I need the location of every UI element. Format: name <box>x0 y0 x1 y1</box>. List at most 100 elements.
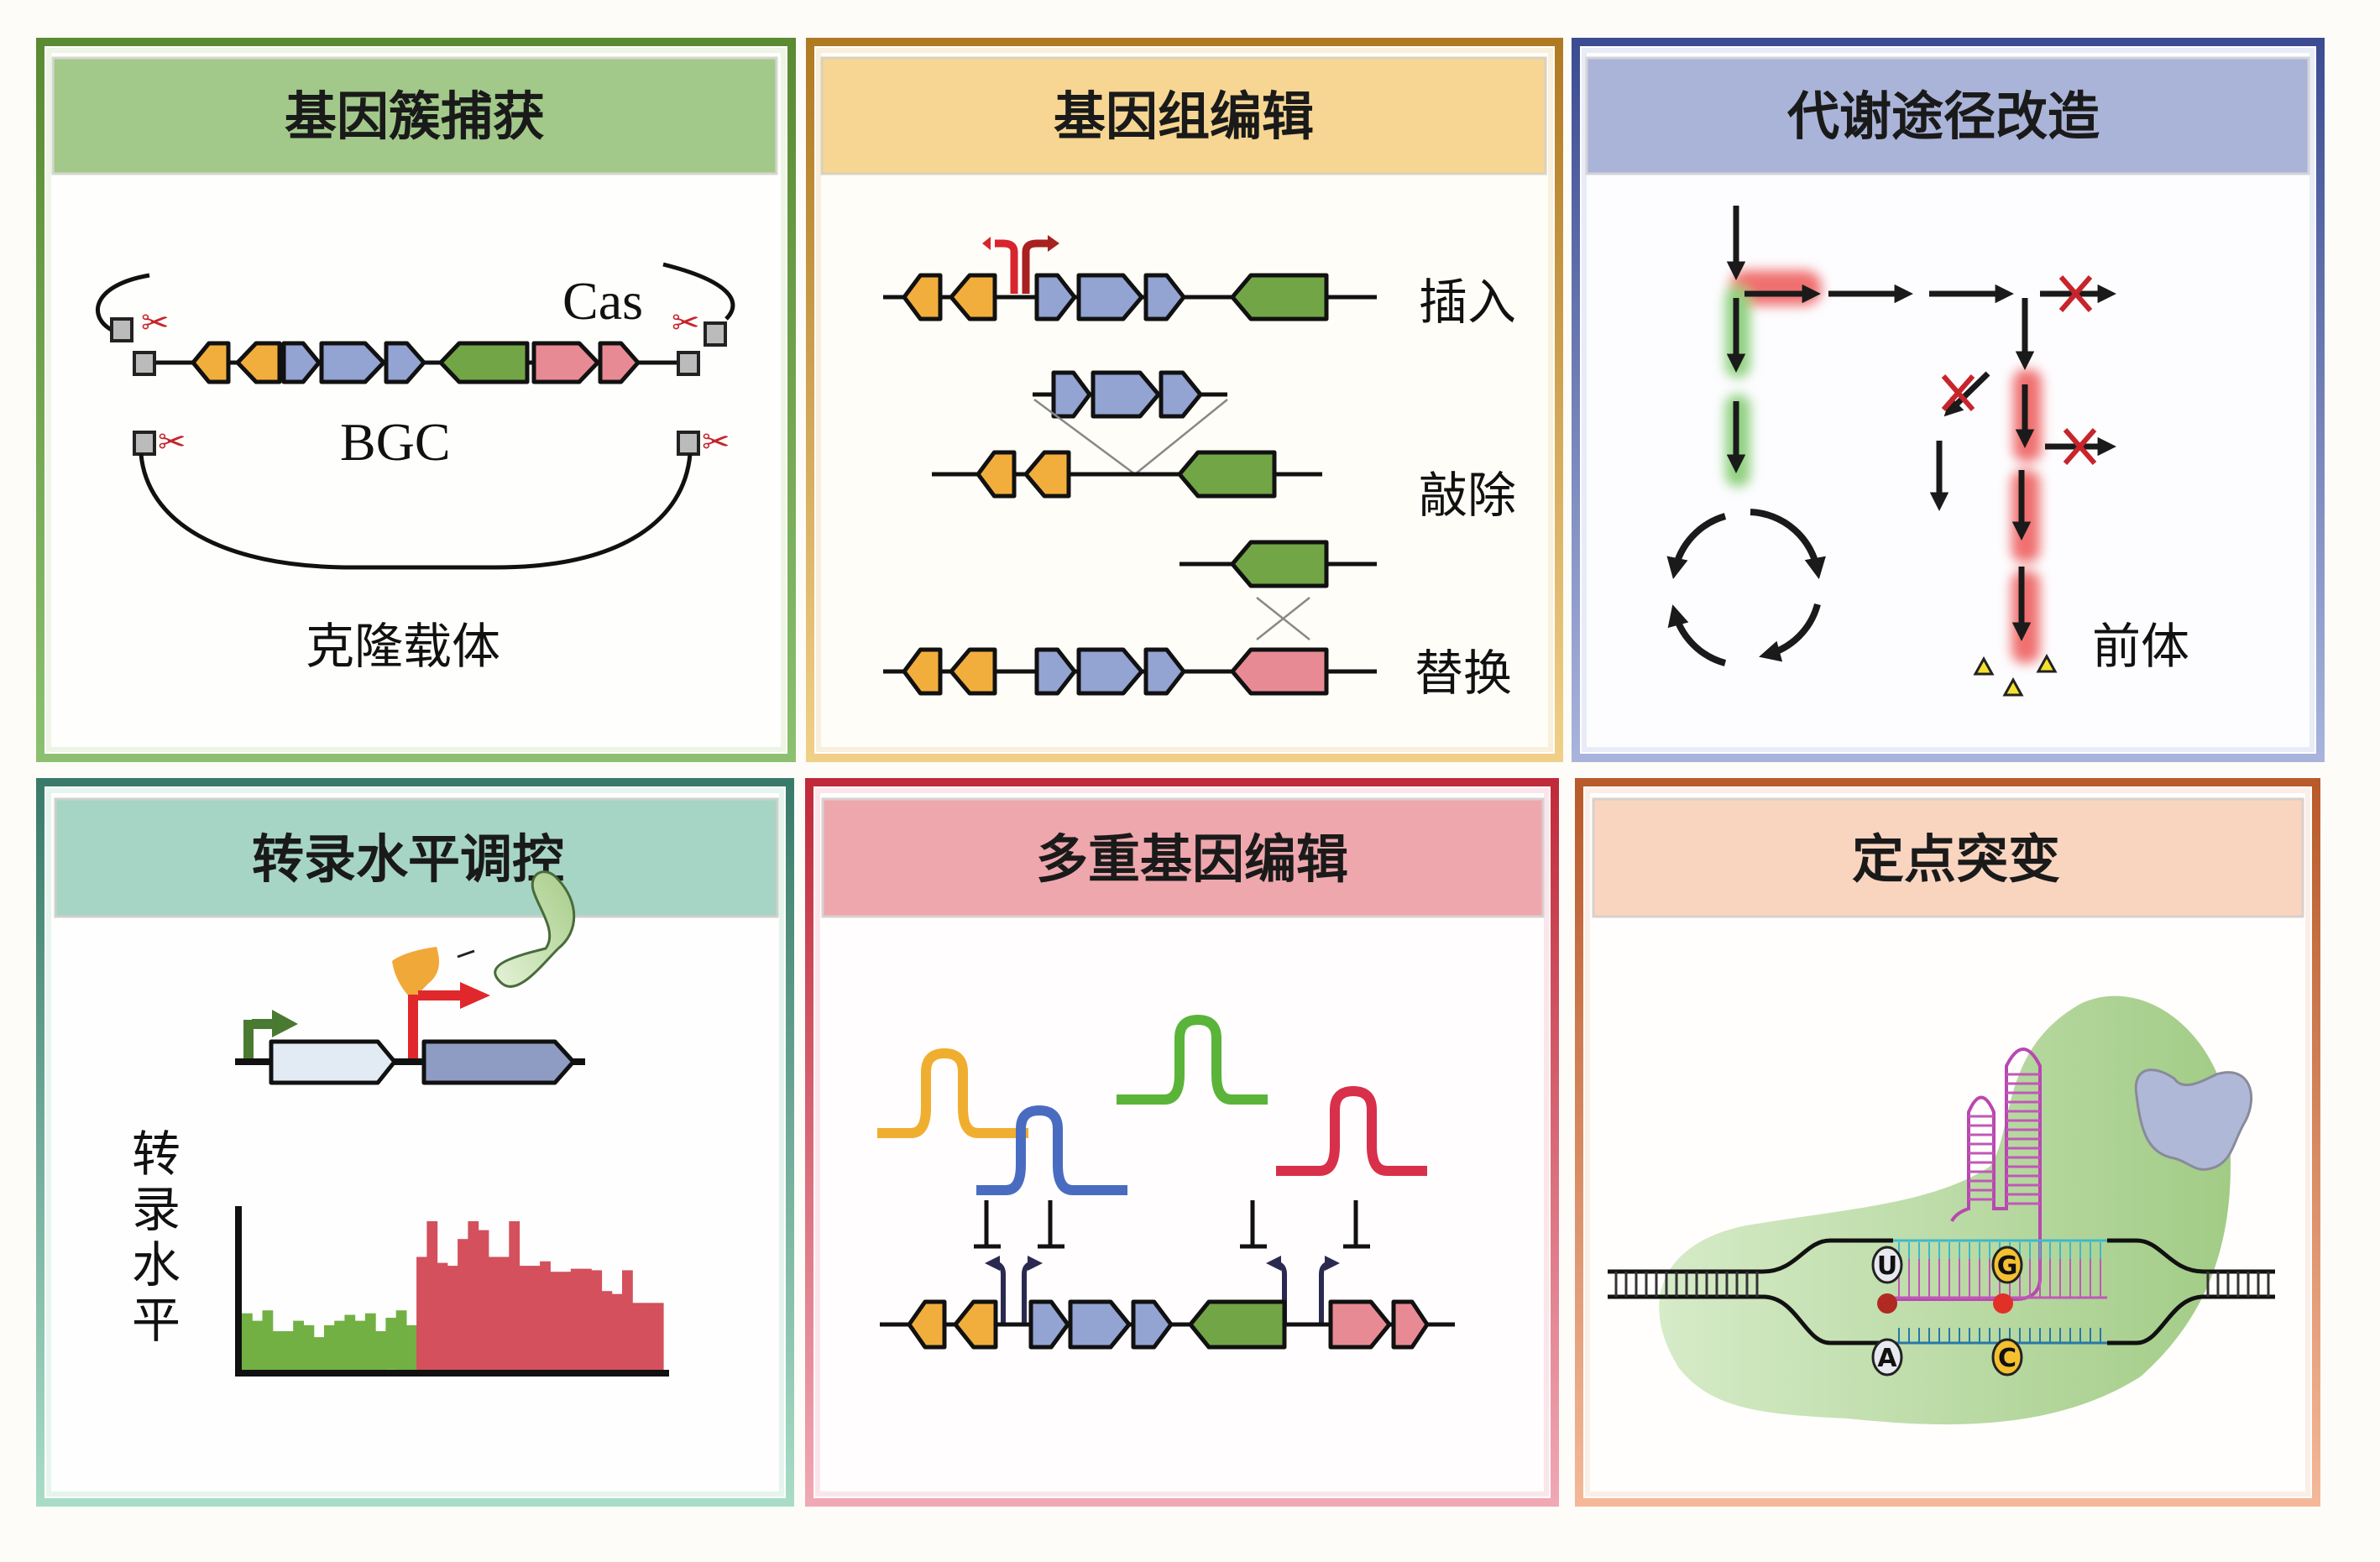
multiplex-gene-row <box>907 1299 1430 1350</box>
gene-arrow <box>1328 1299 1392 1350</box>
chart-bar-strong-promoter <box>581 1268 592 1370</box>
gene-arrow <box>1091 370 1161 419</box>
gene-arrow <box>1023 450 1071 499</box>
chart-bar-strong-promoter <box>642 1303 654 1370</box>
panel-title-genome-editing: 基因组编辑 <box>1054 86 1314 147</box>
chart-bar-strong-promoter <box>550 1272 562 1370</box>
scissors-icon: ✂ <box>141 304 170 342</box>
svg-text:U: U <box>1877 1251 1897 1281</box>
gene-arrow <box>1391 1299 1430 1350</box>
sgrna-icon <box>1117 1014 1268 1105</box>
bgc-label: BGC <box>340 412 451 472</box>
sgrna-icon <box>976 1105 1127 1195</box>
base-C: C <box>1991 1338 2023 1377</box>
chart-bar-weak-promoter <box>283 1331 294 1370</box>
chart-bar-weak-promoter <box>364 1313 376 1370</box>
chart-bar-strong-promoter <box>416 1256 427 1370</box>
guide-rna-right <box>662 262 735 321</box>
base-U: U <box>1871 1246 1903 1284</box>
panel-header-bg <box>1585 56 2310 175</box>
chart-bar-weak-promoter <box>375 1331 386 1370</box>
target-gene <box>421 1039 576 1085</box>
svg-text:C: C <box>1998 1344 2016 1373</box>
chart-bar-weak-promoter <box>303 1324 315 1370</box>
panel-title-site-mutagenesis: 定点突变 <box>1852 828 2060 890</box>
knockout-removed-genes <box>1051 370 1203 419</box>
replace-label: 替换 <box>1415 645 1512 702</box>
site-mutagenesis-diagram: U G A C <box>1608 995 2275 1425</box>
gene-arrow <box>902 273 943 321</box>
gene-arrow <box>319 341 386 384</box>
panel-header-bg <box>821 797 1545 918</box>
genome-editing-diagram: 插入 敲除 替换 <box>883 235 1516 702</box>
gene-arrow <box>384 341 426 384</box>
gene-arrow <box>907 1299 947 1350</box>
gene-cluster-capture-diagram: ✂ ✂ Cas BGC ✂ ✂ 克隆载体 <box>96 262 735 675</box>
chart-bar-strong-promoter <box>611 1293 623 1370</box>
gene-arrow <box>1034 273 1077 321</box>
chart-bar-weak-promoter <box>385 1318 397 1370</box>
gene-arrow <box>1034 647 1077 696</box>
gene-arrow <box>949 273 997 321</box>
guide-rna-left <box>96 273 150 332</box>
gene-arrow <box>1051 370 1092 419</box>
chart-bar-strong-promoter <box>540 1261 551 1370</box>
precursor-label: 前体 <box>2092 618 2189 675</box>
svg-text:A: A <box>1877 1344 1897 1373</box>
vector-end-square <box>677 431 700 456</box>
bgc-gene-row <box>191 341 641 384</box>
chart-bar-strong-promoter <box>468 1221 479 1370</box>
gene-arrow <box>281 341 322 384</box>
panel-header-bg <box>1592 797 2304 918</box>
chart-bar-weak-promoter <box>405 1324 417 1370</box>
sgrna-group <box>877 1014 1427 1195</box>
panel-transcription-regulation-frame <box>36 778 794 1507</box>
gene-arrow <box>1143 273 1186 321</box>
chart-bar-weak-promoter <box>293 1320 304 1370</box>
chart-bar-strong-promoter <box>509 1221 520 1370</box>
panel-header-bg <box>54 797 779 918</box>
gene-arrow <box>1159 370 1203 419</box>
chart-bar-strong-promoter <box>622 1270 633 1370</box>
gene-arrow <box>949 647 997 696</box>
gene-arrow <box>438 341 530 384</box>
chart-bar-weak-promoter <box>313 1337 325 1370</box>
panel-metabolic-pathway-frame <box>1572 38 2325 762</box>
panel-title-metabolic-pathway: 代谢途径改造 <box>1786 86 2100 147</box>
gene-arrow <box>1230 540 1329 588</box>
scissors-icon: ✂ <box>672 304 700 342</box>
gene-arrow <box>953 1299 998 1350</box>
cycle-arrows-icon <box>1666 509 1826 666</box>
gene-arrow <box>1230 273 1329 321</box>
promoter-arrows <box>985 1256 1340 1324</box>
knockout-label: 敲除 <box>1419 467 1516 524</box>
inserted-promoter-icon <box>1022 239 1049 294</box>
weak-promoter-arrow-icon <box>272 1010 298 1037</box>
replacement-donor <box>1230 540 1329 588</box>
panel-header-bg <box>820 56 1547 175</box>
multiplex-editing-diagram <box>877 1014 1455 1350</box>
gene-arrow <box>235 341 282 384</box>
gene-arrow <box>1068 1299 1132 1350</box>
chart-bar-weak-promoter <box>252 1320 263 1370</box>
chart-bar-weak-promoter <box>262 1310 274 1370</box>
chart-bar-strong-promoter <box>591 1270 603 1370</box>
base-editor-protein-icon <box>1659 995 2231 1425</box>
dcas-icon <box>392 947 439 999</box>
chart-bar-strong-promoter <box>560 1272 572 1370</box>
homology-arm-square <box>110 317 133 342</box>
cloning-vector-label: 克隆载体 <box>306 618 500 675</box>
gene-arrow <box>1076 273 1144 321</box>
chart-bar-weak-promoter <box>395 1310 407 1370</box>
repression-marks <box>974 1200 1370 1249</box>
cas-label: Cas <box>562 271 643 331</box>
chart-bar-strong-promoter <box>488 1256 500 1370</box>
chart-bar-weak-promoter <box>344 1314 356 1370</box>
chart-bar-strong-promoter <box>447 1266 458 1370</box>
panel-header-bg <box>51 56 778 175</box>
transcription-level-axis-label: 转录水平 <box>132 1126 180 1349</box>
gene-arrow <box>1076 647 1144 696</box>
knockout-gene-row <box>976 450 1277 499</box>
reporter-gene <box>269 1039 397 1085</box>
chart-bar-strong-promoter <box>652 1303 664 1370</box>
